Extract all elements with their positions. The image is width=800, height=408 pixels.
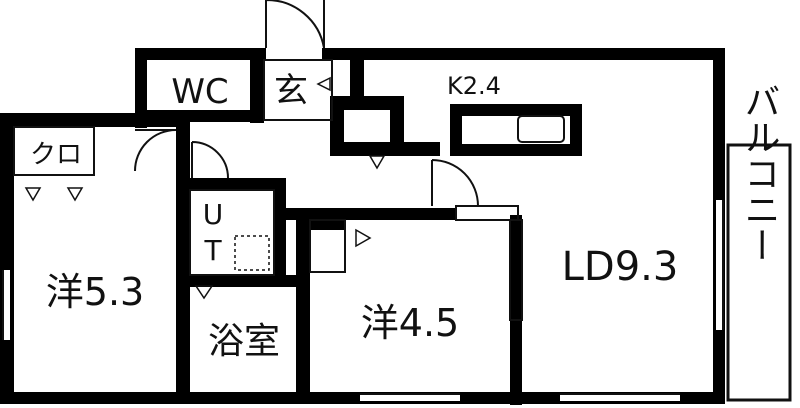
balcony-area: [726, 143, 792, 402]
sink-icon: [517, 115, 565, 143]
label-ld: LD9.3: [562, 244, 679, 290]
triangle-marker-icon: [194, 285, 214, 300]
label-closet: クロ: [30, 140, 82, 170]
triangle-marker-icon: [66, 187, 84, 202]
triangle-marker-icon: [368, 155, 386, 170]
label-western-left: 洋5.3: [46, 270, 144, 314]
label-wc: WC: [171, 72, 228, 112]
triangle-marker-icon: [24, 187, 42, 202]
triangle-marker-icon: [355, 228, 372, 248]
label-balcony: バルコニー: [739, 83, 780, 263]
label-bathroom: 浴室: [208, 321, 280, 362]
triangle-marker-icon: [316, 76, 331, 92]
thin-lines: [2, 0, 724, 401]
label-western-center: 洋4.5: [361, 301, 459, 345]
washer-tray-icon: [234, 235, 270, 271]
fixtures: [24, 76, 565, 300]
label-genkan: 玄: [274, 71, 308, 111]
label-ut-u: U: [203, 198, 224, 231]
label-ut-t: T: [203, 234, 222, 267]
label-kitchen: K2.4: [447, 72, 501, 100]
room-labels: WC 玄 K2.4 クロ U T 洋5.3 浴室 洋4.5 LD9.3 バルコニ…: [30, 71, 780, 362]
